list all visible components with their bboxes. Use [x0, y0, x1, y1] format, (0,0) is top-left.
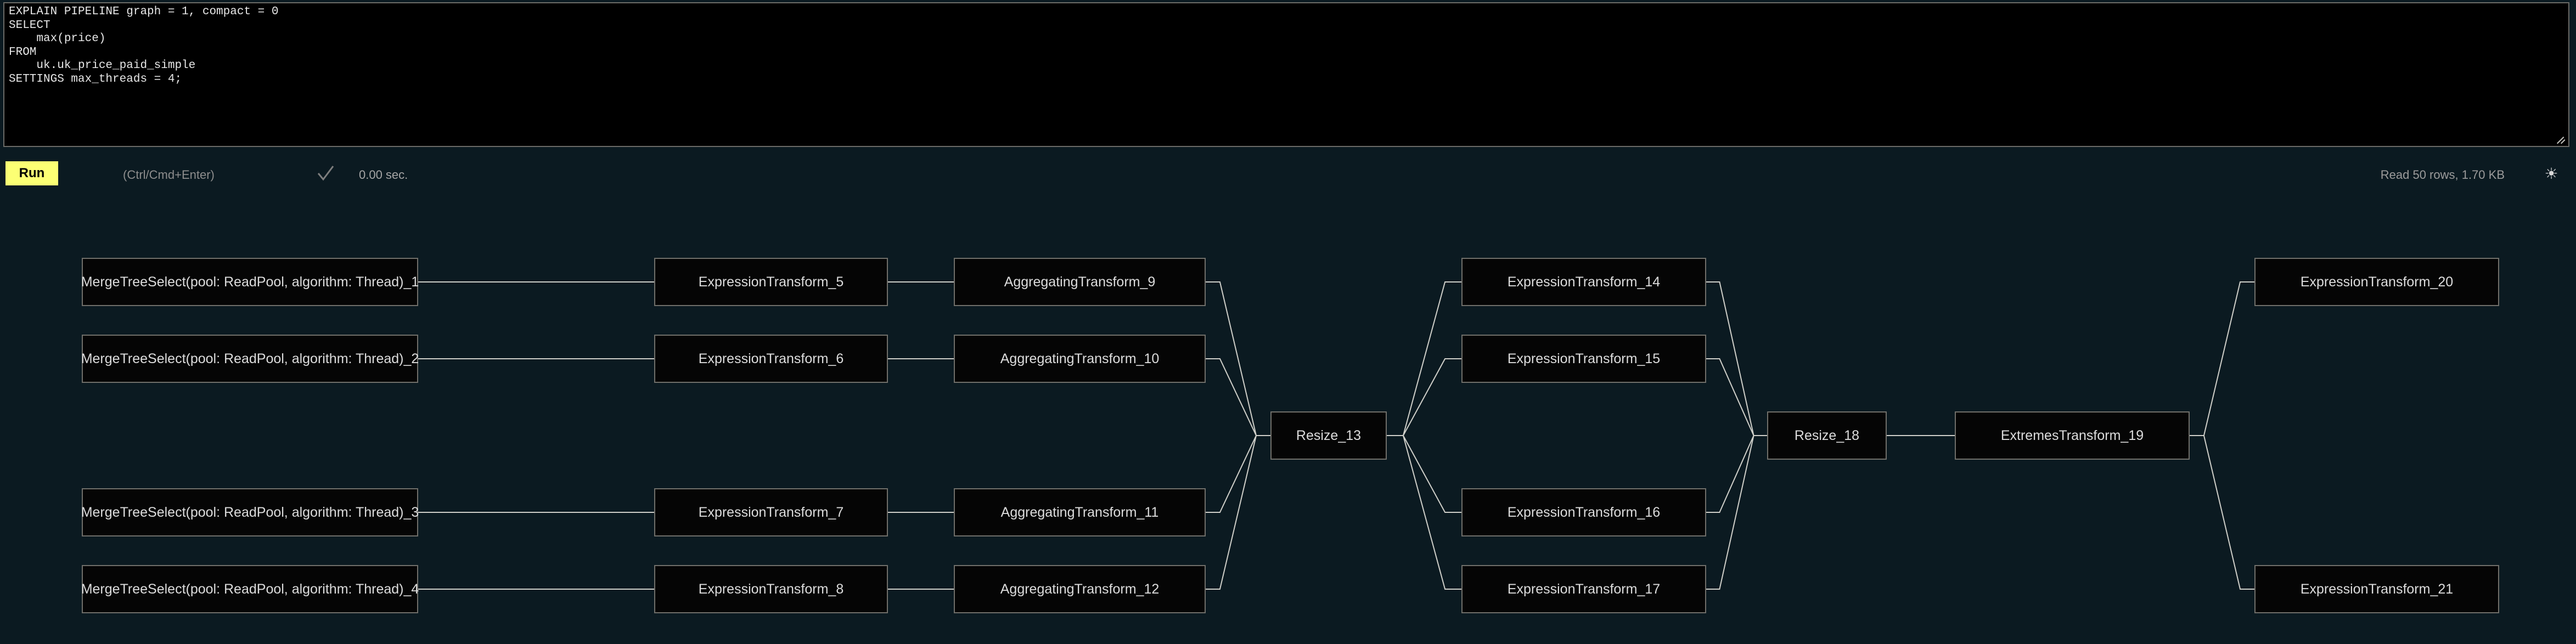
- graph-node-label: AggregatingTransform_10: [1000, 351, 1160, 366]
- toolbar: Run (Ctrl/Cmd+Enter) 0.00 sec. Read 50 r…: [0, 157, 2576, 190]
- graph-node: ExpressionTransform_5: [654, 258, 888, 306]
- graph-node-label: ExpressionTransform_14: [1507, 274, 1661, 290]
- graph-edge: [2190, 435, 2254, 590]
- graph-node: MergeTreeSelect(pool: ReadPool, algorith…: [81, 488, 419, 536]
- graph-node-label: ExpressionTransform_16: [1507, 504, 1661, 520]
- shortcut-hint: (Ctrl/Cmd+Enter): [123, 168, 215, 182]
- graph-node-label: ExpressionTransform_7: [698, 504, 844, 520]
- graph-edge: [1706, 435, 1767, 513]
- graph-node-label: ExpressionTransform_20: [2300, 274, 2454, 290]
- graph-node: ExpressionTransform_14: [1461, 258, 1706, 306]
- graph-node-label: MergeTreeSelect(pool: ReadPool, algorith…: [81, 581, 419, 597]
- graph-node: ExpressionTransform_20: [2254, 258, 2499, 306]
- graph-node: ExpressionTransform_7: [654, 488, 888, 536]
- graph-node: ExtremesTransform_19: [1955, 411, 2190, 460]
- graph-node: ExpressionTransform_17: [1461, 565, 1706, 613]
- graph-node: ExpressionTransform_16: [1461, 488, 1706, 536]
- query-timing: 0.00 sec.: [359, 168, 408, 182]
- graph-node-label: ExpressionTransform_17: [1507, 581, 1661, 597]
- run-button[interactable]: Run: [5, 161, 58, 185]
- graph-node-label: ExpressionTransform_8: [698, 581, 844, 597]
- graph-node-label: AggregatingTransform_11: [1000, 504, 1159, 520]
- graph-node: ExpressionTransform_21: [2254, 565, 2499, 613]
- graph-edge: [1387, 435, 1461, 590]
- graph-node: MergeTreeSelect(pool: ReadPool, algorith…: [81, 258, 419, 306]
- graph-node-label: ExpressionTransform_5: [698, 274, 844, 290]
- graph-node: AggregatingTransform_9: [954, 258, 1206, 306]
- pipeline-graph-edges: [418, 281, 2254, 590]
- sun-icon[interactable]: ☀: [2544, 165, 2558, 182]
- graph-node: AggregatingTransform_11: [954, 488, 1206, 536]
- graph-node: AggregatingTransform_12: [954, 565, 1206, 613]
- graph-node-label: ExtremesTransform_19: [2000, 427, 2144, 443]
- graph-node-label: AggregatingTransform_12: [1000, 581, 1160, 597]
- pipeline-graph: MergeTreeSelect(pool: ReadPool, algorith…: [0, 197, 2576, 644]
- graph-edge: [1387, 358, 1461, 436]
- read-stats: Read 50 rows, 1.70 KB: [2380, 168, 2505, 182]
- graph-edge: [1206, 435, 1270, 513]
- graph-edge: [1387, 435, 1461, 513]
- graph-edge: [1206, 435, 1270, 590]
- graph-node: MergeTreeSelect(pool: ReadPool, algorith…: [81, 335, 419, 383]
- graph-node-label: ExpressionTransform_6: [698, 351, 844, 366]
- graph-node: AggregatingTransform_10: [954, 335, 1206, 383]
- sql-editor[interactable]: EXPLAIN PIPELINE graph = 1, compact = 0 …: [3, 2, 2569, 147]
- graph-edge: [1706, 435, 1767, 590]
- sql-editor-text[interactable]: EXPLAIN PIPELINE graph = 1, compact = 0 …: [9, 5, 279, 86]
- graph-node-label: ExpressionTransform_21: [2300, 581, 2454, 597]
- graph-node: MergeTreeSelect(pool: ReadPool, algorith…: [81, 565, 419, 613]
- graph-node: ExpressionTransform_6: [654, 335, 888, 383]
- graph-node-label: MergeTreeSelect(pool: ReadPool, algorith…: [81, 504, 419, 520]
- graph-node-label: MergeTreeSelect(pool: ReadPool, algorith…: [81, 351, 419, 366]
- graph-node: ExpressionTransform_8: [654, 565, 888, 613]
- graph-edge: [1706, 358, 1767, 436]
- graph-node-label: ExpressionTransform_15: [1507, 351, 1661, 366]
- editor-resize-handle[interactable]: [2555, 133, 2567, 145]
- graph-edge: [1206, 358, 1270, 436]
- graph-edge: [2190, 281, 2254, 436]
- graph-node: Resize_18: [1767, 411, 1887, 460]
- graph-node: Resize_13: [1270, 411, 1387, 460]
- graph-node-label: AggregatingTransform_9: [1004, 274, 1156, 290]
- graph-node-label: Resize_13: [1296, 427, 1362, 443]
- graph-node-label: MergeTreeSelect(pool: ReadPool, algorith…: [81, 274, 419, 290]
- graph-node: ExpressionTransform_15: [1461, 335, 1706, 383]
- graph-node-label: Resize_18: [1794, 427, 1860, 443]
- check-icon: [316, 165, 335, 183]
